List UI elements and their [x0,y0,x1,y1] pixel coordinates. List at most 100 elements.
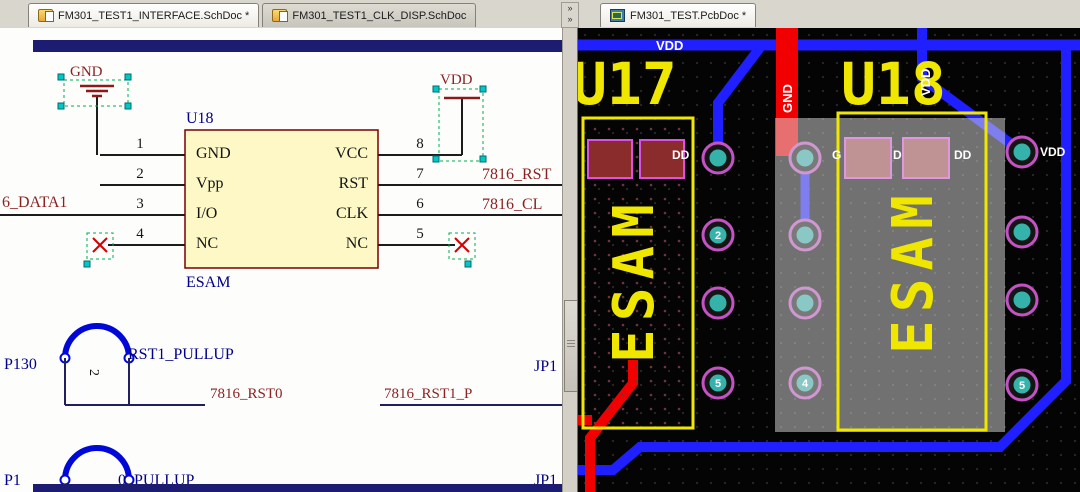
selection-box-nc-left [86,232,114,260]
pin-number: 4 [136,226,144,242]
lower-wires[interactable] [64,358,562,406]
net-name-texts: VDD GND VDD DD G D DD VDD [656,38,1066,162]
right-tab-strip: FM301_TEST.PcbDoc * [600,3,757,27]
selection-boxes [63,79,484,260]
pin-name: NC [345,235,368,252]
trace-bottom[interactable] [578,45,1071,475]
selection-handles[interactable] [57,73,487,268]
pad-hole [1013,376,1031,394]
net-text-vdd-top: VDD [656,38,683,53]
pad-number: 2 [715,230,721,242]
pin-name: GND [196,145,231,162]
footprint-outline-u18[interactable] [836,111,988,432]
pad-numbers: 2 5 4 5 [715,230,1025,392]
pullup-label[interactable]: RST1_PULLUP [128,346,234,363]
chevron-icon: » [567,3,573,13]
tab-pcbdoc[interactable]: FM301_TEST.PcbDoc * [600,3,757,27]
pin-name: VCC [335,145,368,162]
handle[interactable] [464,260,472,268]
selection-box-nc-right [448,232,476,260]
net-text-vdd-right: VDD [1040,145,1066,159]
schematic-editor[interactable]: GND VDD U18 ESAM 1 2 3 4 8 7 6 5 GND Vpp… [0,28,562,492]
wires[interactable] [0,96,562,246]
component-drag-overlay [775,118,1005,432]
handle[interactable] [432,155,440,163]
pad-number: 5 [715,378,721,390]
pad-hole [709,374,727,392]
selection-box-vdd [438,88,484,162]
vdd-label[interactable]: VDD [440,72,473,88]
pin-number: 5 [416,226,424,242]
connector-arcs[interactable] [59,323,135,486]
handle[interactable] [83,260,91,268]
pin-number: 1 [136,136,144,152]
handle[interactable] [57,73,65,81]
pin-number: 8 [416,136,424,152]
scrollbar-thumb[interactable] [564,300,578,392]
tab-label: FM301_TEST1_INTERFACE.SchDoc * [58,9,250,22]
connector-designator-bottom[interactable]: P1 [4,472,21,489]
smd-pad[interactable] [587,139,633,179]
handle[interactable] [57,102,65,110]
part-name-label[interactable]: ESAM [186,274,231,291]
tab-label: FM301_TEST1_CLK_DISP.SchDoc [292,9,467,22]
tab-label: FM301_TEST.PcbDoc * [630,9,747,22]
component-body-u18[interactable] [184,129,379,269]
pin-name: RST [338,175,368,192]
tab-overflow-chevron-button[interactable]: » » [561,2,579,28]
ref-designator-u17[interactable]: U17 [578,50,677,118]
schdoc-icon [272,9,289,22]
designator-label[interactable]: U18 [186,110,214,127]
sheet-border-top [33,40,562,52]
sheet-border-bottom [33,484,562,492]
ref-designator-u18[interactable]: U18 [841,50,946,118]
pin-name: CLK [336,205,368,222]
handle[interactable] [432,85,440,93]
pin-name: NC [196,235,219,252]
schematic-vertical-scrollbar[interactable] [562,28,578,492]
handle[interactable] [479,85,487,93]
net-label-rst0[interactable]: 7816_RST0 [210,386,283,402]
connector-arc-bottom[interactable] [62,445,132,481]
net-label-data1[interactable]: 6_DATA1 [2,194,68,211]
net-label-clk[interactable]: 7816_CL [482,196,543,213]
handle[interactable] [124,102,132,110]
handle[interactable] [479,155,487,163]
left-tab-strip: FM301_TEST1_INTERFACE.SchDoc * FM301_TES… [28,3,477,27]
connector-designator-left[interactable]: P130 [4,356,37,373]
pcb-editor[interactable]: ESAM ESAM U17 U18 2 5 4 5 VDD GND VDD DD [578,28,1080,492]
net-label-rst1-p[interactable]: 7816_RST1_P [384,386,473,402]
schdoc-icon [38,9,54,22]
net-text-gnd-vertical: GND [780,84,795,113]
pad-hole [1013,291,1031,309]
connector-arc-top[interactable] [62,323,132,359]
no-connect-marks[interactable] [92,237,470,253]
pad-hole [1013,223,1031,241]
nc-x-right[interactable] [454,237,470,253]
tab-schdoc-clk-disp[interactable]: FM301_TEST1_CLK_DISP.SchDoc [262,3,477,27]
page-shape [279,11,289,22]
nc-x-left[interactable] [92,237,108,253]
page-shape [45,11,54,22]
gnd-label[interactable]: GND [70,64,103,80]
pin-number: 6 [416,196,424,212]
pad-hole [709,226,727,244]
pcb-top-layer: ESAM U17 U18 2 5 4 5 VDD GND VDD DD G D … [578,38,1066,432]
board-trace-shape [612,12,622,19]
pad-number: 5 [1019,380,1025,392]
silkscreen-esam-u18[interactable]: ESAM [881,187,946,354]
net-text-fragment: G [832,148,841,162]
silkscreen-esam-u17[interactable]: ESAM [602,196,667,363]
pcbdoc-icon [610,9,625,22]
pin-name: Vpp [196,175,224,192]
connector-designator-right[interactable]: JP1 [534,358,558,375]
gnd-power-symbol[interactable] [80,84,114,98]
net-text-fragment: DD [672,148,690,162]
pane-splitter[interactable] [577,28,578,492]
handle[interactable] [124,73,132,81]
tab-schdoc-interface[interactable]: FM301_TEST1_INTERFACE.SchDoc * [28,3,260,27]
net-label-rst[interactable]: 7816_RST [482,166,552,183]
trace-to-pad[interactable] [713,41,766,158]
smd-pad[interactable] [639,139,685,179]
